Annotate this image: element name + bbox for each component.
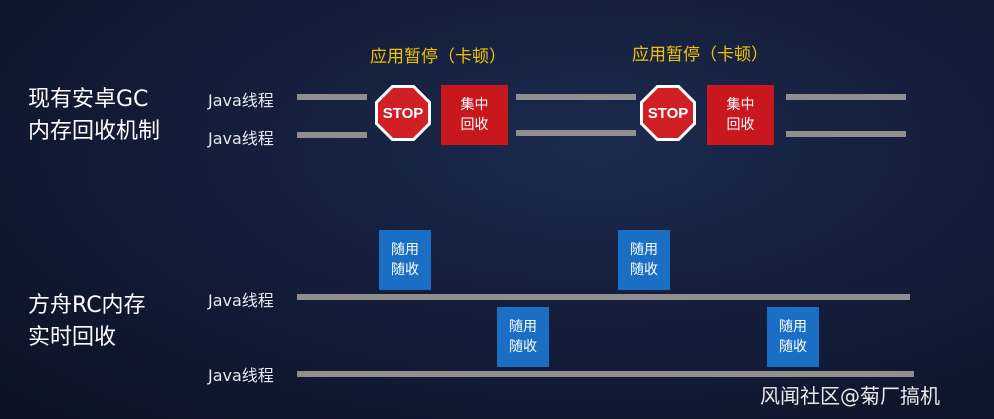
gc-thread-line-2-segment-2 [516,130,636,136]
gc-thread-line-1-segment-1 [297,94,367,100]
stop-sign-icon-1: STOP [375,85,431,141]
rc-box-line1: 随用 [509,319,537,335]
rc-thread-label-1: Java线程 [208,291,274,310]
rc-title-line2: 实时回收 [28,325,117,350]
rc-box-line2: 随收 [391,262,419,278]
rc-thread-label-2: Java线程 [208,366,274,385]
rc-collect-box-4: 随用 随收 [767,307,819,367]
rc-box-line1: 随用 [391,242,419,258]
rc-box-line1: 随用 [630,242,658,258]
gc-thread-label-1: Java线程 [208,91,274,110]
rc-box-line1: 随用 [779,319,807,335]
gc-section-title: 现有安卓GC 内存回收机制 [28,84,160,148]
rc-box-line2: 随收 [779,339,807,355]
rc-thread-line-2 [297,371,914,377]
rc-collect-box-2: 随用 随收 [618,230,670,290]
rc-collect-box-3: 随用 随收 [497,307,549,367]
gc-box-line2: 回收 [460,117,489,133]
gc-box-line1: 集中 [726,97,755,113]
rc-box-line2: 随收 [630,262,658,278]
gc-box-line1: 集中 [460,97,489,113]
stop-sign-text-1: STOP [382,104,424,122]
gc-thread-line-2-segment-1 [297,132,367,138]
rc-title-line1: 方舟RC内存 [28,293,146,318]
pause-label-1: 应用暂停（卡顿） [370,47,506,67]
rc-collect-box-1: 随用 随收 [379,230,431,290]
pause-label-2: 应用暂停（卡顿） [632,45,768,65]
gc-title-line1: 现有安卓GC [28,87,149,112]
gc-title-line2: 内存回收机制 [28,119,161,144]
stop-sign-text-2: STOP [647,104,689,122]
gc-thread-line-2-segment-3 [786,131,906,137]
gc-thread-line-1-segment-3 [786,94,906,100]
gc-thread-line-1-segment-2 [516,94,636,100]
rc-box-line2: 随收 [509,339,537,355]
gc-box-line2: 回收 [726,117,755,133]
rc-thread-line-1 [297,294,910,300]
rc-section-title: 方舟RC内存 实时回收 [28,290,146,354]
gc-collect-box-1: 集中 回收 [441,85,508,145]
gc-thread-label-2: Java线程 [208,129,274,148]
stop-sign-icon-2: STOP [640,85,696,141]
gc-collect-box-2: 集中 回收 [707,85,774,145]
watermark: 风闻社区@菊厂搞机 [760,384,940,408]
